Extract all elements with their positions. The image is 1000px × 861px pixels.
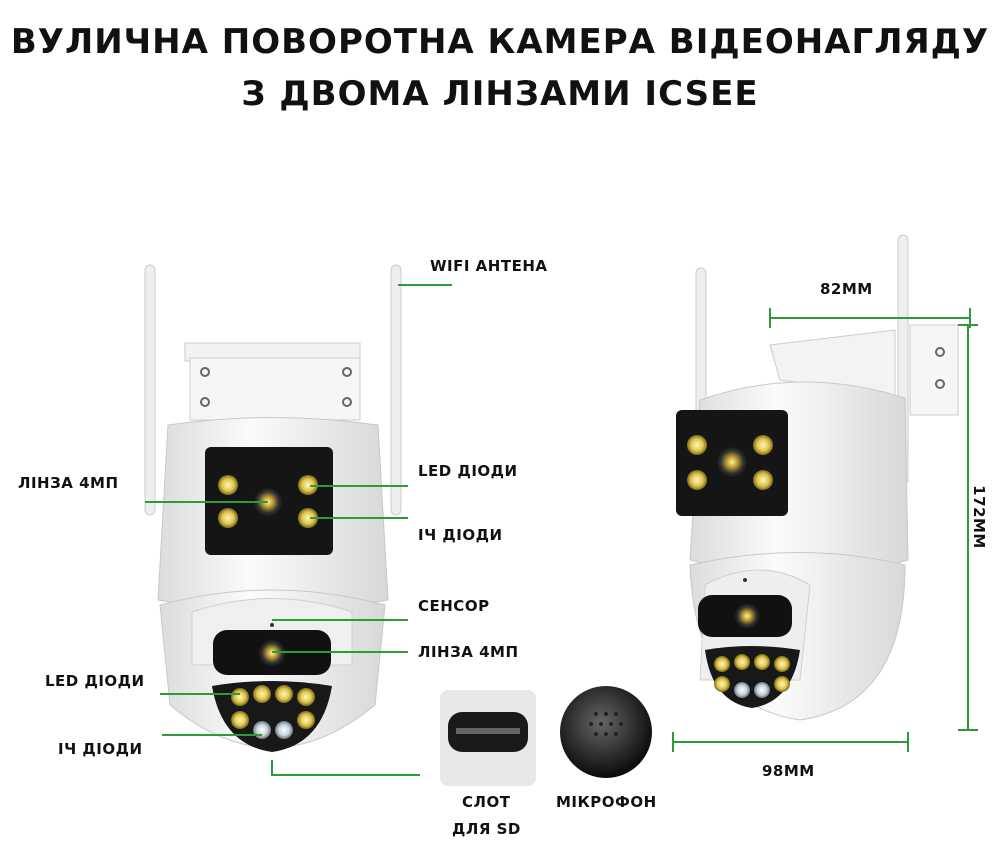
label-wifi-antenna: WIFI АНТЕНА <box>430 257 548 275</box>
label-ir-top: ІЧ ДІОДИ <box>418 526 503 544</box>
leader-lines <box>145 284 452 776</box>
dimension-width: 82ММ <box>820 280 873 298</box>
dimension-height: 172ММ <box>969 485 988 549</box>
label-sd-slot-1: СЛОТ <box>462 793 511 811</box>
label-microphone: МІКРОФОН <box>556 793 657 811</box>
title-line-2: З ДВОМА ЛІНЗАМИ ICSEE <box>241 74 759 114</box>
front-camera <box>144 264 402 752</box>
sd-slot-image <box>440 690 536 786</box>
label-lens-bottom: ЛІНЗА 4МП <box>418 643 519 661</box>
label-sd-slot-2: ДЛЯ SD <box>452 820 521 838</box>
label-ir-bottom: ІЧ ДІОДИ <box>58 740 143 758</box>
side-camera <box>676 234 959 721</box>
title-line-1: ВУЛИЧНА ПОВОРОТНА КАМЕРА ВІДЕОНАГЛЯДУ <box>10 22 990 62</box>
microphone-image <box>560 686 652 778</box>
label-lens-top: ЛІНЗА 4МП <box>18 474 119 492</box>
dimension-lines <box>672 308 978 752</box>
label-sensor: СЕНСОР <box>418 597 490 615</box>
dimension-depth: 98ММ <box>762 762 815 780</box>
label-led-bottom: LED ДІОДИ <box>45 672 145 690</box>
label-led-top: LED ДІОДИ <box>418 462 518 480</box>
